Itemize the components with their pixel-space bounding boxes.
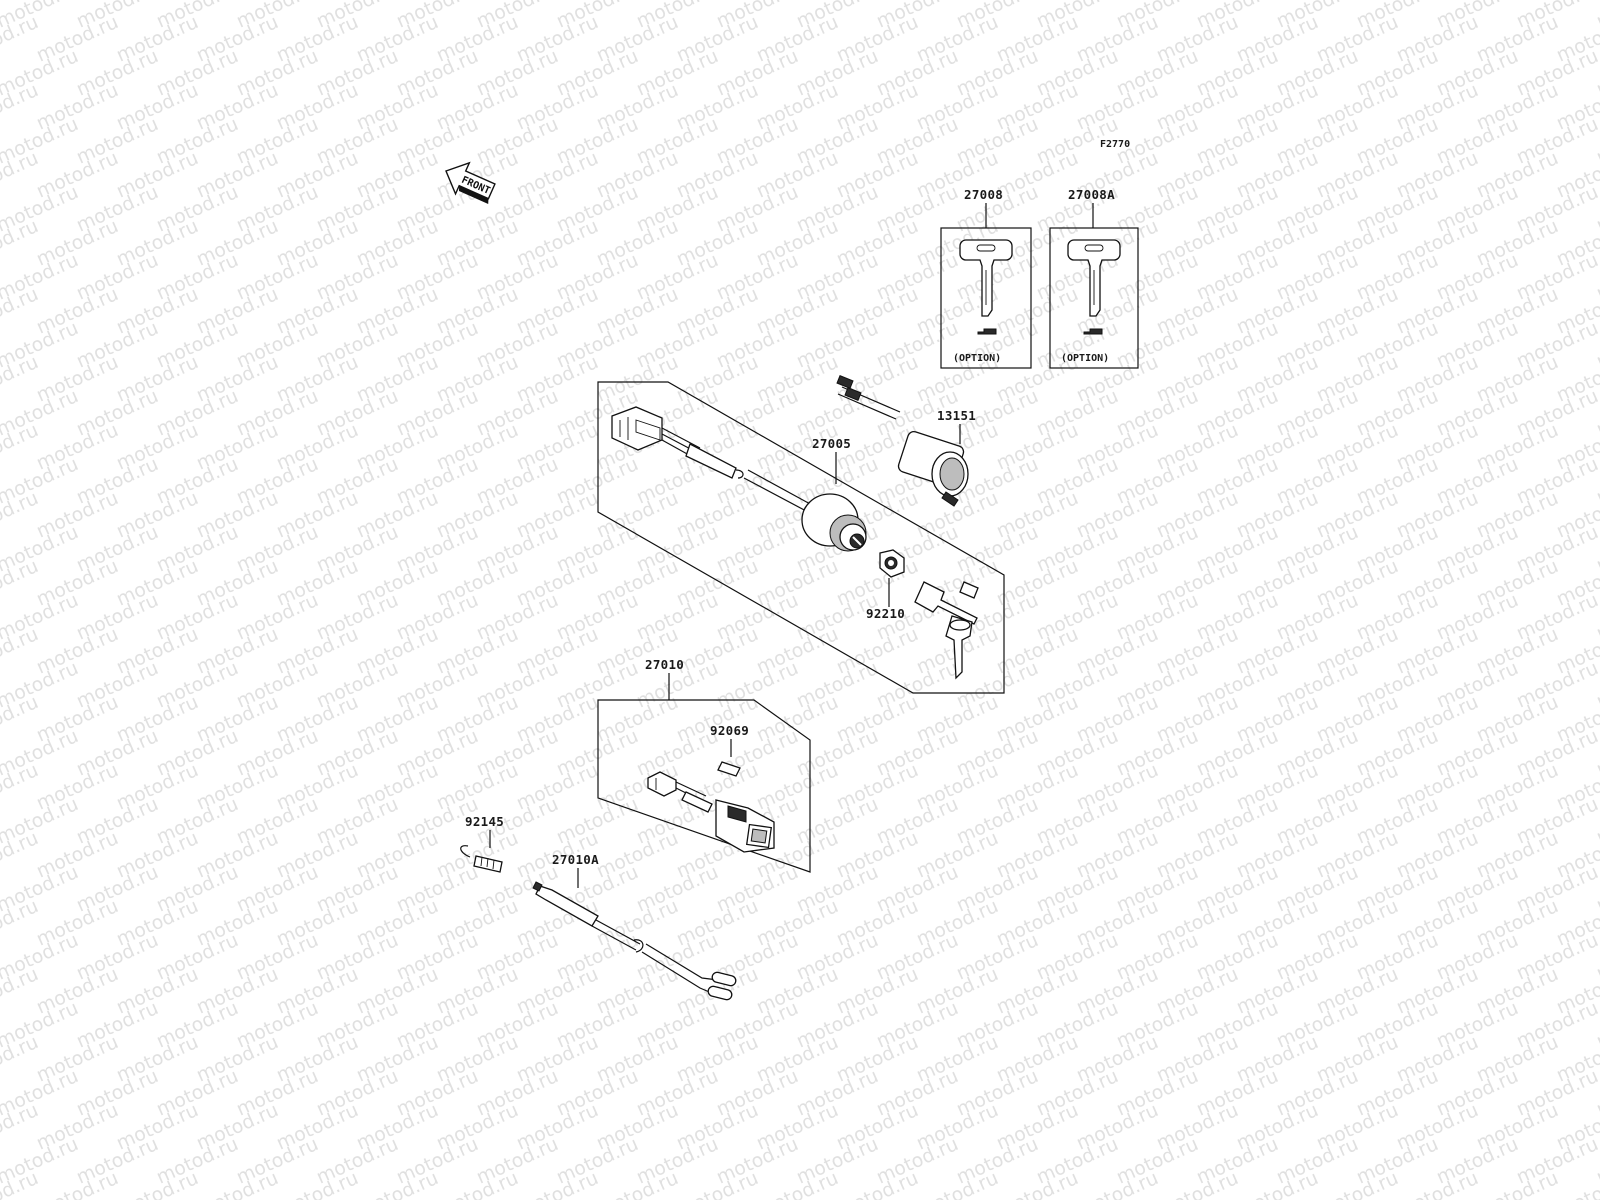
part-label-13151: 13151: [937, 408, 976, 423]
ignition-switch-icon: [801, 493, 867, 552]
watermark-text: motod.ru: [1553, 1167, 1600, 1200]
switch-assembly-27010: 27010 92069: [597, 657, 811, 873]
option-note: (OPTION): [953, 353, 1001, 364]
part-label-92145: 92145: [465, 814, 504, 829]
watermark-text: motod.ru: [1593, 0, 1600, 33]
part-label-92210: 92210: [866, 606, 905, 621]
figure-code: F2770: [1100, 139, 1130, 150]
part-label-27008A: 27008A: [1068, 187, 1115, 202]
part-label-92069: 92069: [710, 723, 749, 738]
part-label-27010: 27010: [645, 657, 684, 672]
part-label-27010A: 27010A: [552, 852, 599, 867]
option-note: (OPTION): [1061, 353, 1109, 364]
key-profile-icon: [977, 328, 997, 335]
part-label-27005: 27005: [812, 436, 851, 451]
part-label-27008: 27008: [964, 187, 1003, 202]
